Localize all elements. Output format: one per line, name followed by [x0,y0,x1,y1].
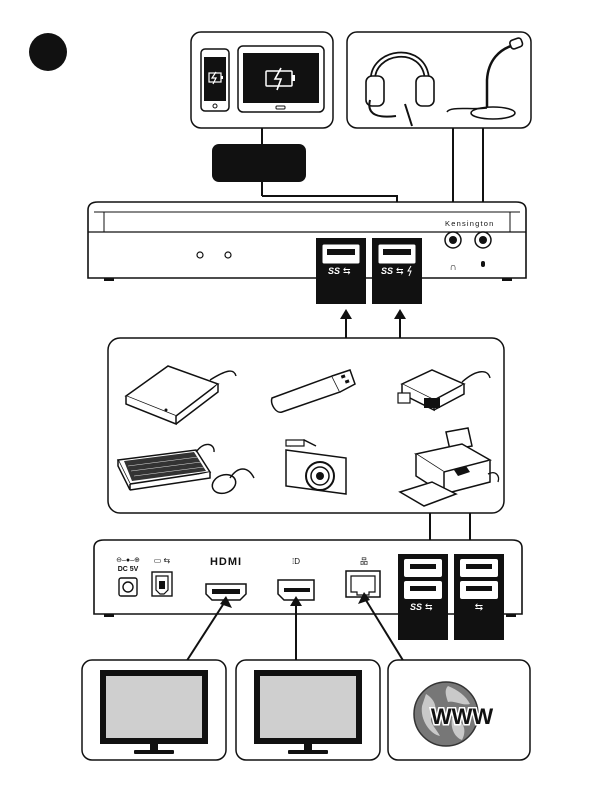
usb3-port-label: SS [328,266,340,276]
mic-icon [481,261,485,267]
mobile-devices-panel [191,32,333,128]
front-usb3-port: SS ⇆ [316,238,366,304]
monitor-icon [100,670,208,754]
usb-trident-icon: ⇆ [475,602,483,613]
monitor-hdmi-panel [82,660,226,760]
front-usb3-charging-port: SS ⇆ [372,238,422,304]
usb-trident-icon: ⇆ [343,266,351,276]
usb-trident-icon: ⇆ [396,266,404,276]
step-badge [29,33,67,71]
tablet-charging-icon [238,46,324,112]
usb-trident-icon: ⇆ [425,602,433,612]
network-icon: 品 [360,557,368,566]
usb-peripherals-panel [108,338,504,513]
hdmi-label: HDMI [210,556,242,568]
dock-front-view: Kensington SS ⇆ SS ⇆ ∩ [88,202,526,304]
phone-charging-icon [201,49,229,111]
rear-usb3-label: SS [410,602,422,612]
monitor-displayport-panel [236,660,380,760]
displayport-icon: ⁞D [292,557,300,566]
usb3-charge-port-label: SS [381,266,393,276]
usb-b-host-port: ▭ ⇆ [152,556,172,596]
internet-panel: WWW [388,660,530,760]
www-label: WWW [431,704,494,729]
peripheral-usb-arrows [340,309,406,338]
dock-rear-view: ⊖–●–⊕ DC 5V ▭ ⇆ HDMI ⁞D 品 [94,540,522,640]
audio-devices-panel [347,32,531,128]
dc-polarity-icon: ⊖–●–⊕ [116,557,140,564]
monitor-icon [254,670,362,754]
headphone-icon: ∩ [449,262,456,273]
rear-usb2-ports: ⇆ [454,554,504,640]
dock-brand-label: Kensington [445,219,495,228]
computer-usb-icon: ▭ ⇆ [154,556,171,565]
rear-usb3-ports: SS ⇆ [398,554,448,640]
dc-label: DC 5V [118,566,139,573]
